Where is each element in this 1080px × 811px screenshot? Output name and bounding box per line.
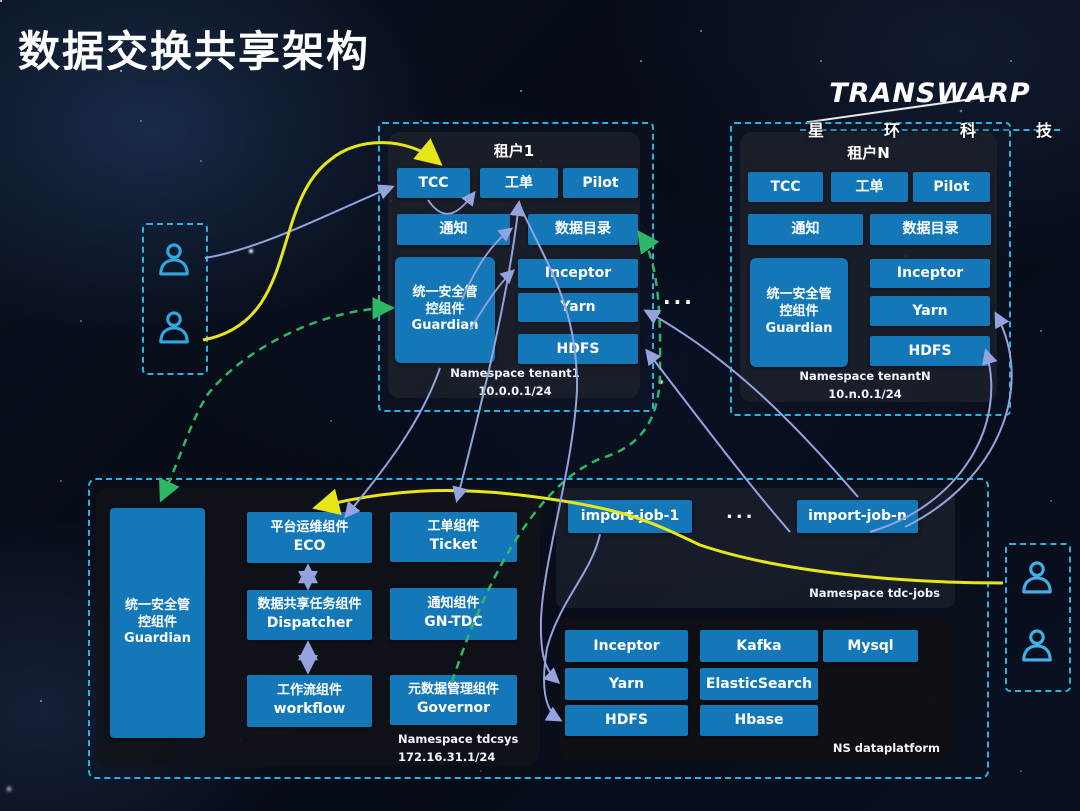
system-guardian-box: 统一安全管 控组件 Guardian: [110, 508, 205, 738]
tenantN-guardian-box: 统一安全管 控组件 Guardian: [750, 258, 848, 367]
slide-title: 数据交换共享架构: [18, 27, 371, 76]
dp-mysql-box: Mysql: [823, 630, 918, 662]
tenant1-namespace: Namespace tenant1 10.0.0.1/24: [450, 366, 580, 398]
tenantN-yarn-box: Yarn: [870, 296, 990, 326]
dp-hbase-box: Hbase: [700, 705, 818, 736]
dataplatform-label: NS dataplatform: [832, 741, 940, 755]
tagline-char: 技: [1035, 121, 1052, 140]
tenant1-inceptor-box: Inceptor: [518, 259, 638, 288]
tenant1-tcc-box: TCC: [397, 168, 470, 198]
tdcjobs-namespace: Namespace tdc-jobs: [809, 586, 940, 600]
dp-yarn-box: Yarn: [565, 668, 688, 700]
transwarp-logo: TRANSWARP 星 环 科 技: [800, 78, 1060, 141]
tenantN-namespace: Namespace tenantN 10.n.0.1/24: [799, 369, 931, 401]
dp-elasticsearch-box: ElasticSearch: [700, 668, 818, 700]
tenant1-pilot-box: Pilot: [563, 168, 638, 198]
dp-hdfs-box: HDFS: [565, 705, 688, 736]
dp-inceptor-box: Inceptor: [565, 630, 688, 662]
import-job-n-box: import-job-n: [797, 500, 918, 533]
tenantN-title: 租户N: [847, 144, 890, 162]
tagline-char: 星: [808, 121, 825, 140]
users-right-group: [1005, 543, 1071, 692]
tenant1-guardian-box: 统一安全管 控组件 Guardian: [395, 257, 495, 363]
user-icon: [159, 243, 189, 276]
tenantN-catalog-box: 数据目录: [870, 214, 991, 245]
user-icon: [1022, 561, 1052, 594]
tenantN-inceptor-box: Inceptor: [870, 259, 990, 288]
tenant1-yarn-box: Yarn: [518, 293, 638, 322]
user-icon: [1022, 629, 1052, 662]
tagline-char: 环: [883, 121, 900, 140]
tenant1-ticket-box: 工单: [480, 168, 558, 198]
tenantN-hdfs-box: HDFS: [870, 336, 990, 366]
tenant1-catalog-box: 数据目录: [528, 214, 638, 245]
tenant1-notify-box: 通知: [397, 214, 510, 245]
arrow-user1-to-tcc: [204, 184, 395, 259]
dp-kafka-box: Kafka: [700, 630, 818, 662]
tenant1-title: 租户1: [493, 142, 535, 160]
users-left-group: [142, 223, 208, 375]
jobs-ellipsis: ...: [726, 502, 756, 523]
tdcsys-namespace: Namespace tdcsys 172.16.31.1/24: [398, 732, 519, 764]
tenantN-pilot-box: Pilot: [913, 172, 990, 202]
tenantN-ticket-box: 工单: [831, 172, 908, 202]
import-job-1-box: import-job-1: [568, 500, 692, 533]
tenantN-notify-box: 通知: [748, 214, 863, 245]
tenants-ellipsis: ...: [663, 285, 695, 309]
tenant1-hdfs-box: HDFS: [518, 334, 638, 364]
tagline-char: 科: [959, 121, 976, 140]
user-icon: [159, 311, 189, 344]
logo-tagline: 星 环 科 技: [800, 117, 1060, 141]
tenantN-tcc-box: TCC: [748, 172, 823, 202]
